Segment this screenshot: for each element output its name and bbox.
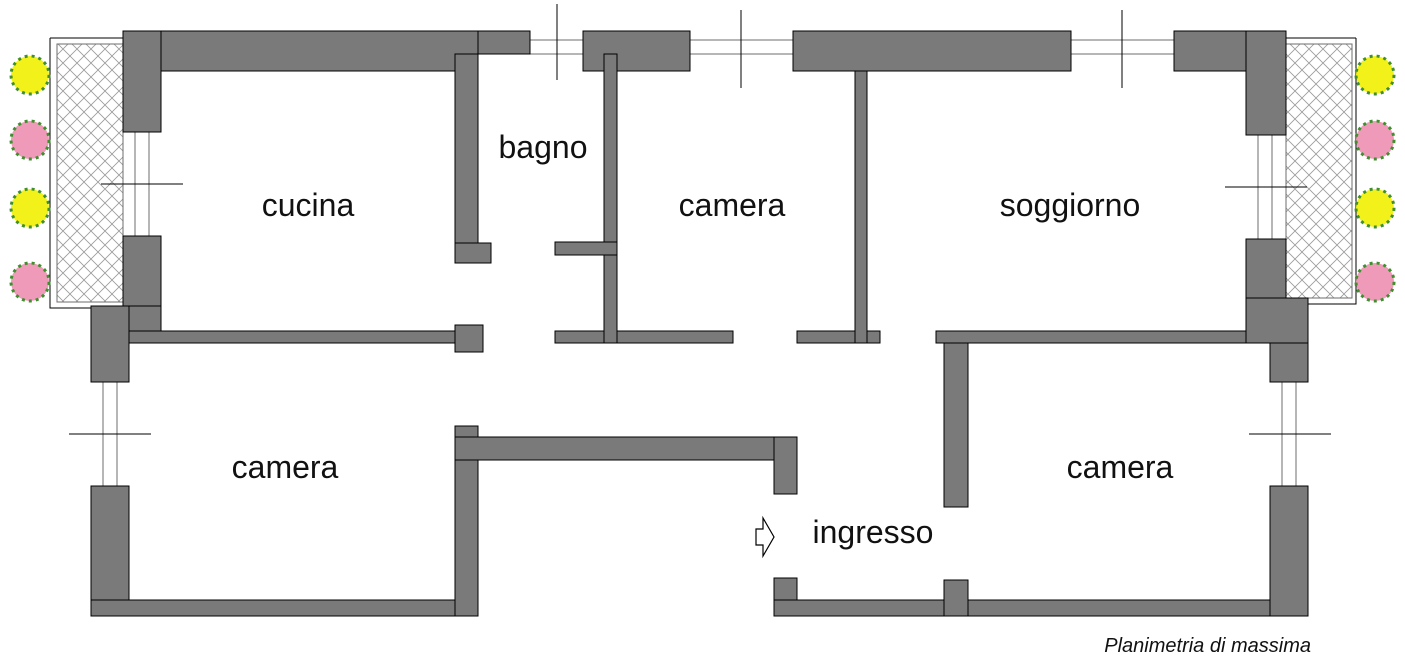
plant-icon — [9, 187, 51, 229]
balcony-right — [1285, 43, 1353, 299]
plant-icon — [1354, 187, 1396, 229]
room-label-bagno: bagno — [499, 129, 588, 165]
windows — [69, 4, 1331, 487]
plant-icon — [1354, 261, 1396, 303]
plants-left — [9, 54, 51, 303]
plants-right — [1354, 54, 1396, 303]
plant-icon — [9, 261, 51, 303]
room-label-cucina: cucina — [262, 187, 355, 223]
entrance-arrow-icon — [755, 515, 775, 559]
room-label-camera-right: camera — [1067, 449, 1174, 485]
room-label-soggiorno: soggiorno — [1000, 187, 1141, 223]
plan-caption: Planimetria di massima — [1104, 635, 1311, 656]
plant-icon — [1354, 54, 1396, 96]
room-label-camera-top: camera — [679, 187, 786, 223]
plant-icon — [9, 54, 51, 96]
room-label-ingresso: ingresso — [813, 514, 934, 550]
plant-icon — [1354, 119, 1396, 161]
walls — [90, 30, 1309, 617]
plant-icon — [9, 119, 51, 161]
room-label-camera-left: camera — [232, 449, 339, 485]
balcony-left — [56, 43, 124, 303]
